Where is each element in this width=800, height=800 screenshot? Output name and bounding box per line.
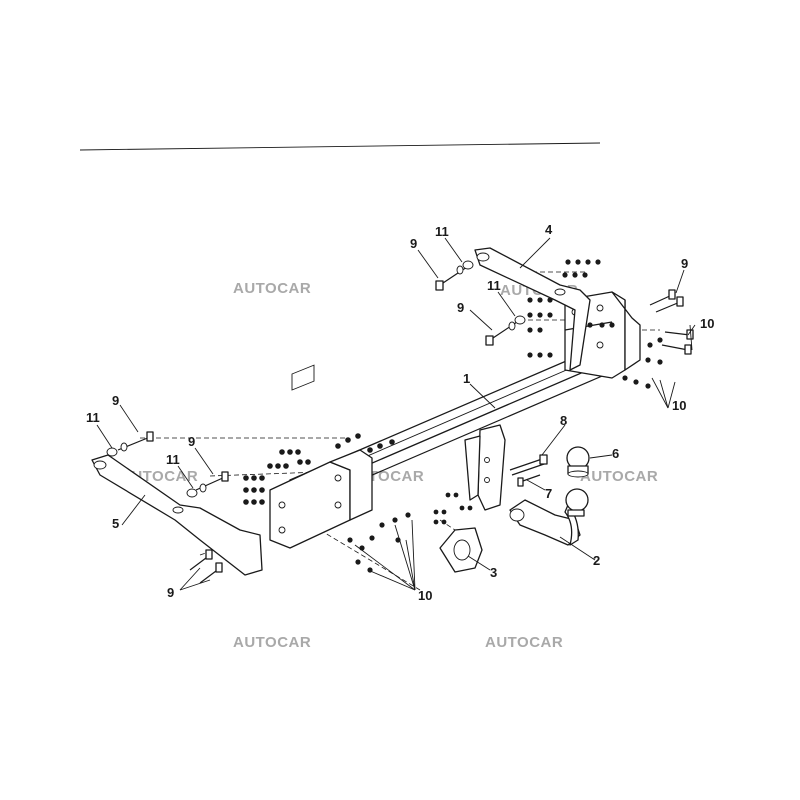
callout-11-left-top: 11 — [86, 410, 100, 425]
callout-3: 3 — [490, 565, 497, 580]
callout-1: 1 — [463, 371, 470, 386]
right-bolts-washers — [435, 260, 694, 355]
callout-11-left-mid: 11 — [166, 452, 180, 467]
callout-labels: 1 2 3 4 5 6 7 8 9 9 9 9 9 9 10 10 10 11 … — [86, 222, 714, 603]
right-nut-cluster — [527, 259, 663, 389]
callout-10-right-bottom: 10 — [672, 398, 686, 413]
header-rule — [79, 142, 601, 151]
callout-11-right-mid: 11 — [487, 278, 501, 293]
leader-lines — [96, 237, 696, 591]
callout-8: 8 — [560, 413, 567, 428]
watermark-bottom-right: AUTOCAR — [485, 634, 563, 651]
watermark-mid-right: AUTOCAR — [580, 468, 658, 485]
watermark-top-left: AUTOCAR — [233, 280, 311, 297]
tow-ball — [566, 446, 590, 478]
left-side-bracket — [91, 454, 263, 576]
callout-10-bottom: 10 — [418, 588, 432, 603]
callout-7: 7 — [545, 486, 552, 501]
left-nut-cluster — [243, 433, 395, 505]
callout-9-right-top: 9 — [410, 236, 417, 251]
callout-11-right-top: 11 — [435, 224, 449, 239]
watermark-bottom-left: AUTOCAR — [233, 634, 311, 651]
callout-9-left-bottom: 9 — [167, 585, 174, 600]
hitch-bolts — [509, 454, 548, 487]
callout-10-right-top: 10 — [700, 316, 714, 331]
center-hitch-bracket — [464, 424, 506, 511]
callout-6: 6 — [612, 446, 619, 461]
right-side-bracket — [474, 247, 591, 371]
left-beam-plate — [269, 364, 373, 549]
bottom-bolt-cluster — [347, 492, 473, 573]
callout-2: 2 — [593, 553, 600, 568]
hitch-plate — [439, 527, 483, 573]
callout-9-left-mid: 9 — [188, 434, 195, 449]
tow-ball-neck — [509, 488, 589, 546]
callout-9-left-top: 9 — [112, 393, 119, 408]
callout-5: 5 — [112, 516, 119, 531]
callout-4: 4 — [545, 222, 553, 237]
callout-9-far-right: 9 — [681, 256, 688, 271]
left-bolts-washers — [106, 431, 229, 584]
callout-9-right-mid: 9 — [457, 300, 464, 315]
